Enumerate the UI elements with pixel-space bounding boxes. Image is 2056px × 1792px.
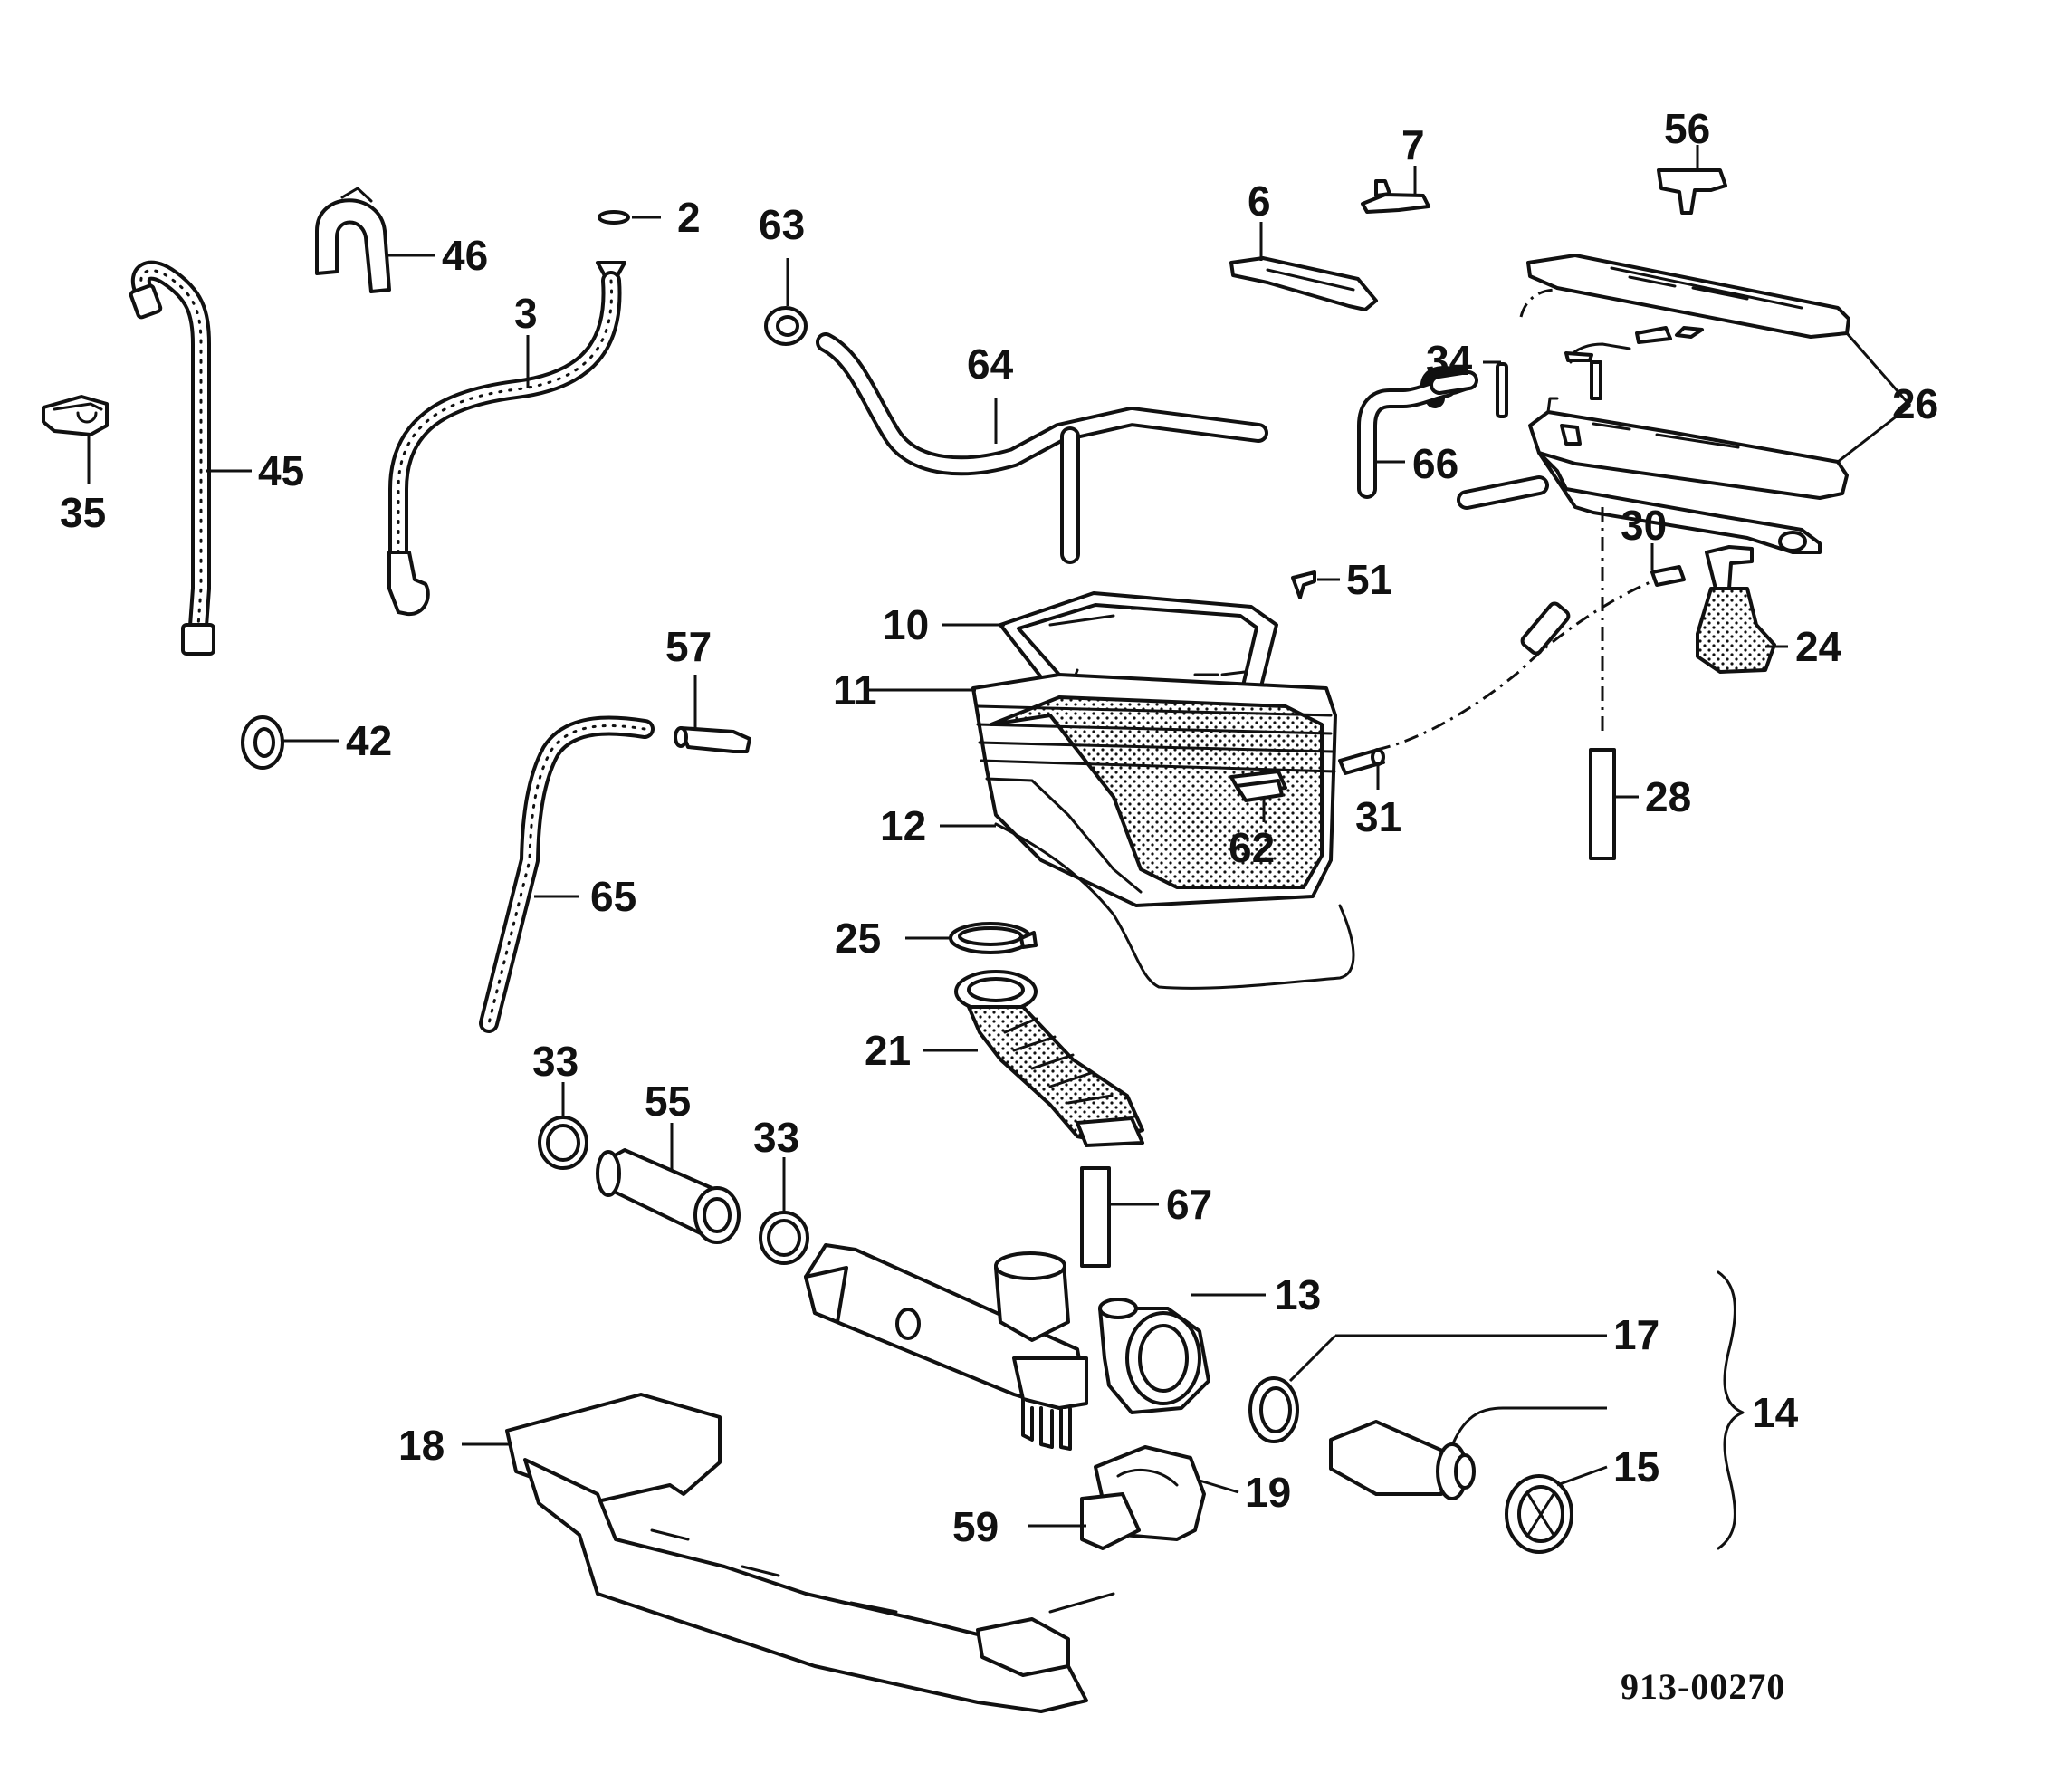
part-57-connector (674, 675, 751, 753)
part-26-dispenser-housing (1519, 254, 1912, 554)
callout-26: 26 (1892, 380, 1938, 427)
part-15-filter-cap (1505, 1465, 1608, 1554)
part-2-washer (598, 210, 661, 225)
callout-59: 59 (952, 1503, 999, 1550)
callout-33-left: 33 (532, 1038, 579, 1085)
callout-21: 21 (865, 1027, 911, 1074)
callout-11: 11 (833, 666, 877, 714)
callout-13: 13 (1275, 1271, 1321, 1318)
callout-35: 35 (60, 489, 106, 536)
callout-19: 19 (1245, 1469, 1291, 1516)
callout-66: 66 (1412, 440, 1458, 487)
part-55-pipe (596, 1123, 741, 1244)
part-66-elbow-hose (1357, 366, 1549, 510)
callout-55: 55 (645, 1078, 691, 1125)
part-17-ring-seal (1248, 1334, 1607, 1443)
part-24-pressure-chamber (1696, 545, 1788, 674)
callout-7: 7 (1401, 121, 1425, 168)
part-51-screw (1291, 570, 1340, 599)
part-12-tub-seal (940, 822, 1355, 990)
callout-64: 64 (967, 340, 1014, 388)
part-3-inlet-hose (387, 261, 626, 617)
part-31-tube-segment (1338, 601, 1571, 790)
part-14-filter-insert (1329, 1406, 1607, 1500)
part-59-clip (1028, 1492, 1141, 1550)
part-7-latch (1361, 166, 1430, 214)
callout-65: 65 (590, 873, 636, 920)
callout-62: 62 (1229, 824, 1275, 871)
callout-42: 42 (346, 717, 392, 764)
part-46-hose-guide (315, 187, 435, 293)
callout-56: 56 (1664, 105, 1710, 152)
callout-17: 17 (1613, 1311, 1659, 1358)
callout-30: 30 (1621, 502, 1667, 549)
assembly-path-31-30 (1375, 578, 1658, 752)
callout-10: 10 (883, 601, 929, 648)
callout-57: 57 (665, 623, 712, 670)
callout-2: 2 (677, 194, 701, 241)
callout-31: 31 (1355, 793, 1401, 840)
part-62-handle (1235, 779, 1284, 822)
part-63-cap (764, 258, 808, 346)
callout-46: 46 (442, 232, 488, 279)
part-56-clip (1657, 145, 1727, 215)
callout-15: 15 (1613, 1443, 1659, 1490)
part-45-drain-hose (129, 260, 252, 656)
callout-6: 6 (1248, 177, 1271, 225)
part-18-base-frame (462, 1393, 1115, 1713)
part-65-long-hose (479, 715, 655, 1033)
callout-12: 12 (880, 802, 926, 849)
part-11-tub-body (869, 673, 1337, 907)
part-64-t-hose (816, 332, 1268, 564)
part-13-sump-housing (804, 1243, 1266, 1451)
part-34-pin (1483, 360, 1508, 418)
part-35-clip (42, 395, 109, 484)
callout-28: 28 (1645, 773, 1691, 820)
part-25-hose-clamp (905, 922, 1038, 954)
callout-14: 14 (1752, 1389, 1799, 1436)
part-67-tube (1080, 1166, 1159, 1268)
callout-67: 67 (1166, 1181, 1212, 1228)
part-30-connector (1650, 543, 1686, 587)
callout-25: 25 (835, 915, 881, 962)
part-42-grommet (241, 715, 339, 770)
group-14-brace (1717, 1270, 1745, 1550)
callout-33-right: 33 (753, 1114, 799, 1161)
part-33-o-ring-right (759, 1157, 809, 1265)
part-28-tube (1589, 748, 1639, 860)
part-6-bracket (1229, 222, 1378, 311)
callout-45: 45 (258, 447, 304, 494)
callout-18: 18 (398, 1422, 445, 1469)
part-21-bellows-hose (923, 970, 1144, 1147)
document-number: 913-00270 (1621, 1666, 1785, 1707)
callout-51: 51 (1346, 556, 1392, 603)
callout-34: 34 (1426, 337, 1473, 384)
callout-24: 24 (1795, 623, 1842, 670)
part-33-o-ring-left (538, 1082, 588, 1170)
callout-3: 3 (514, 290, 538, 337)
callout-63: 63 (759, 201, 805, 248)
callout-labels: 2 3 6 7 10 11 12 13 14 15 17 18 19 21 24… (60, 105, 1938, 1550)
